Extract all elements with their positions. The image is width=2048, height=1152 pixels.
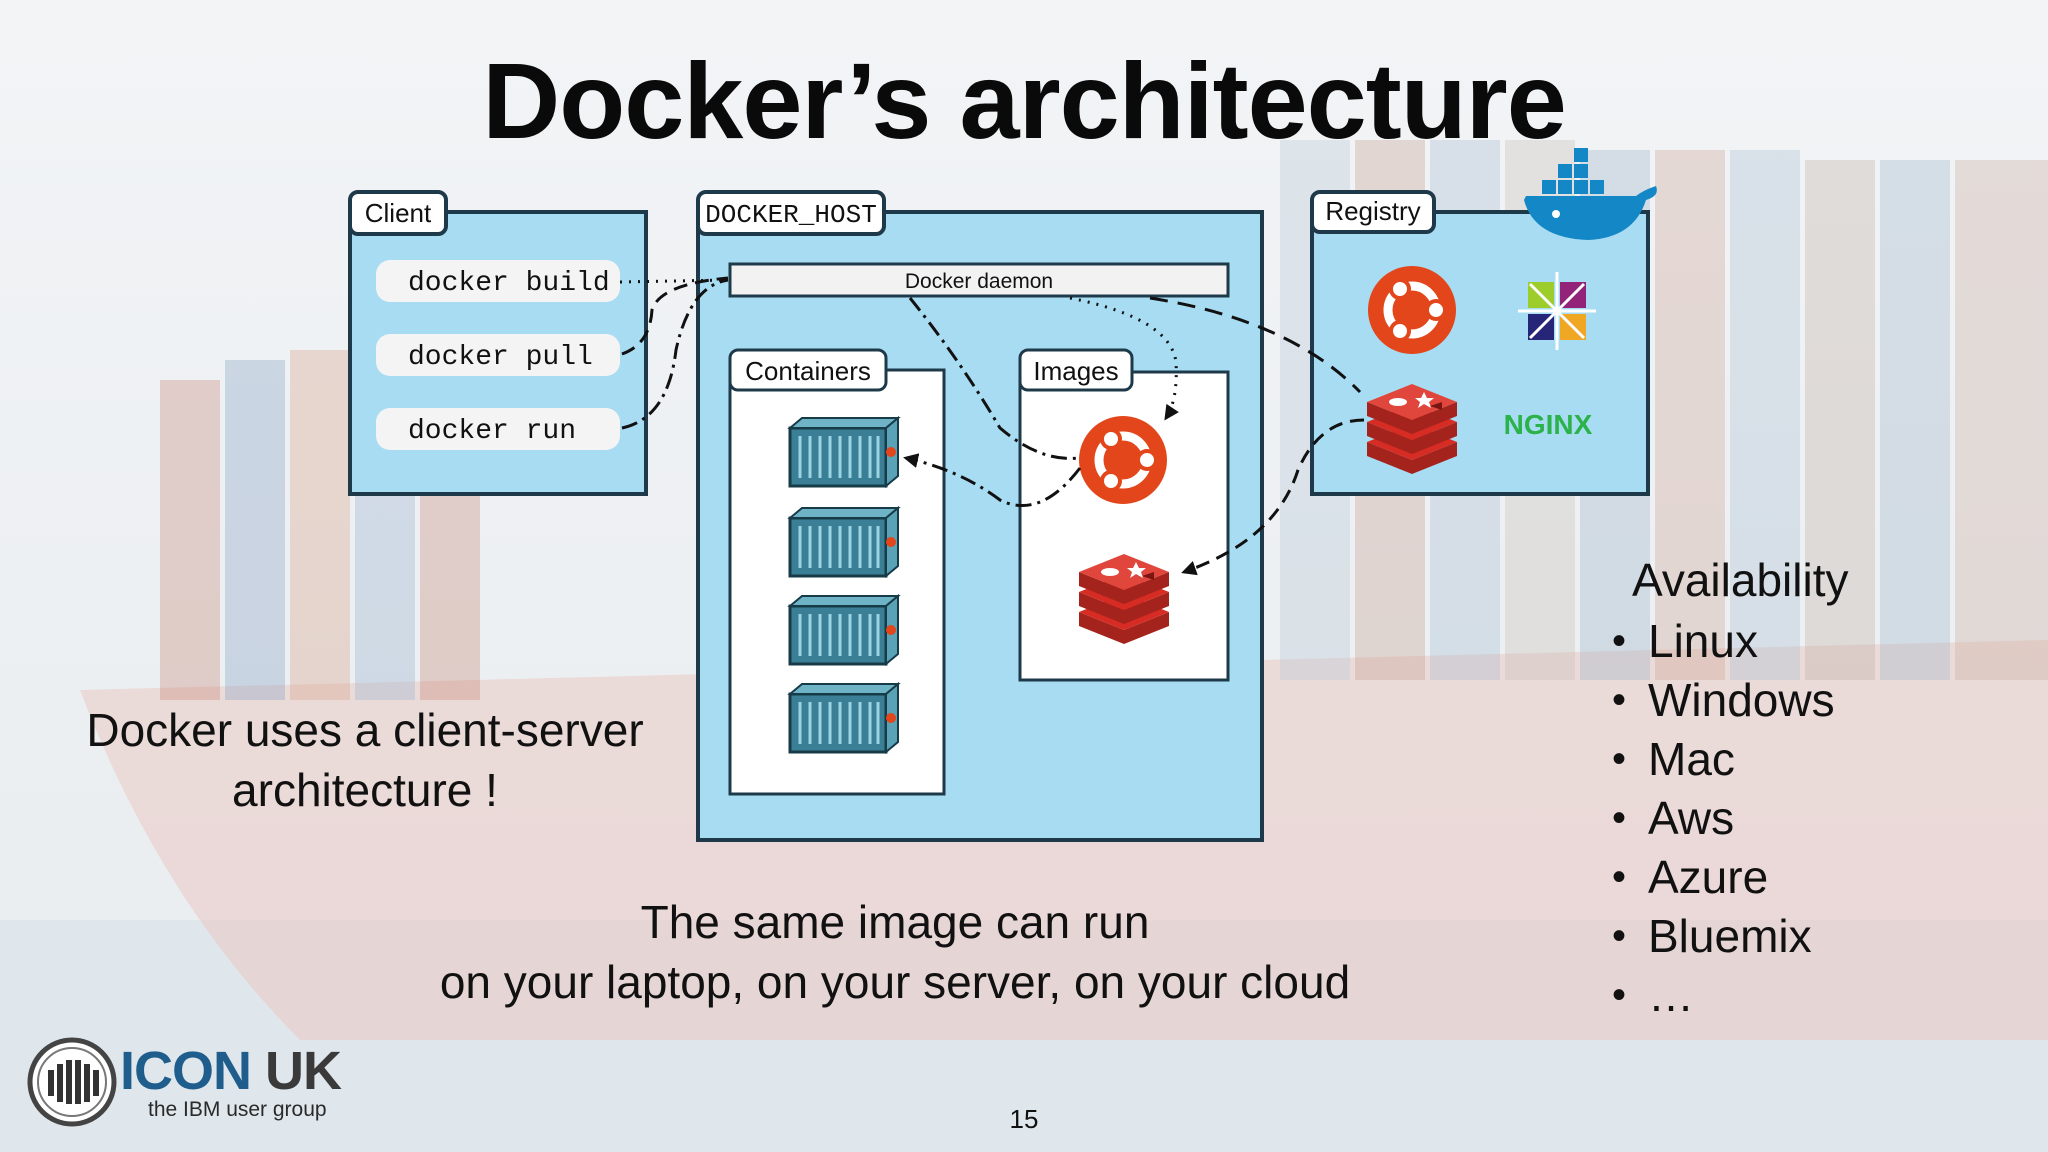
command-docker-pull: docker pull xyxy=(408,342,593,373)
build-connector xyxy=(619,278,729,284)
bullet-icon: • xyxy=(1611,619,1626,663)
logo-word-icon: ICON xyxy=(120,1041,252,1101)
docker-host-label: DOCKER_HOST xyxy=(705,200,877,230)
availability-item: •Aws xyxy=(1590,789,1848,848)
bullet-icon: • xyxy=(1611,678,1626,722)
ubuntu-registry-icon xyxy=(1368,266,1456,354)
availability-item: •… xyxy=(1590,966,1848,1025)
daemon-to-registry-connector xyxy=(1149,296,1362,394)
availability-item: •Azure xyxy=(1590,848,1848,907)
availability-item: •Linux xyxy=(1590,612,1848,671)
slide-title: Docker’s architecture xyxy=(482,40,1567,161)
client-panel: Client docker build docker pull docker r… xyxy=(348,190,648,496)
bullet-icon: • xyxy=(1611,973,1626,1017)
docker-whale-icon xyxy=(1524,148,1657,240)
docker-daemon-label: Docker daemon xyxy=(905,270,1053,293)
command-box-run xyxy=(376,408,620,450)
docker-daemon-bar xyxy=(728,262,1230,298)
images-label: Images xyxy=(1033,356,1118,386)
registry-label: Registry xyxy=(1325,196,1420,226)
build-image-connector xyxy=(1069,296,1179,421)
container-icon-3 xyxy=(788,594,900,666)
availability-item: •Windows xyxy=(1590,671,1848,730)
same-image-caption: The same image can run on your laptop, o… xyxy=(330,892,1460,1012)
client-label: Client xyxy=(365,198,432,228)
image-to-container-connector xyxy=(903,453,1082,508)
docker-host-panel: DOCKER_HOST Docker daemon Containers Ima… xyxy=(696,190,1264,842)
registry-panel: Registry xyxy=(1310,148,1657,496)
command-docker-build: docker build xyxy=(408,268,610,299)
container-icon-2 xyxy=(788,506,900,578)
containers-label: Containers xyxy=(745,356,871,386)
logo-subtitle: the IBM user group xyxy=(148,1098,327,1121)
availability-heading: Availability xyxy=(1632,554,1849,606)
centos-icon xyxy=(1518,272,1596,350)
ubuntu-image-icon xyxy=(1079,416,1167,504)
pull-connector xyxy=(621,276,729,356)
logo-wordmark: ICON UK xyxy=(120,1040,342,1102)
bullet-icon: • xyxy=(1611,914,1626,958)
registry-to-image-connector xyxy=(1181,418,1365,576)
command-box-pull xyxy=(376,334,620,376)
nginx-logo: NGINX xyxy=(1504,409,1593,440)
availability-list: Availability •Linux •Windows •Mac •Aws •… xyxy=(1590,548,1849,1025)
container-icon-4 xyxy=(788,682,900,754)
icon-uk-logo-icon xyxy=(27,1037,117,1127)
command-box-build xyxy=(376,260,620,302)
client-server-caption-line2: architecture ! xyxy=(232,764,498,816)
page-number: 15 xyxy=(1009,1104,1039,1134)
container-icon-1 xyxy=(788,416,900,488)
availability-item: •Bluemix xyxy=(1590,907,1848,966)
client-server-caption-line1: Docker uses a client-server xyxy=(86,704,644,756)
logo-word-uk: UK xyxy=(265,1041,342,1101)
same-image-caption-line2: on your laptop, on your server, on your … xyxy=(439,956,1351,1008)
bullet-icon: • xyxy=(1611,737,1626,781)
redis-registry-icon xyxy=(1367,384,1457,474)
same-image-caption-line1: The same image can run xyxy=(640,896,1150,948)
client-server-caption: Docker uses a client-server architecture… xyxy=(40,700,690,820)
bullet-icon: • xyxy=(1611,855,1626,899)
bullet-icon: • xyxy=(1611,796,1626,840)
diagram-connectors xyxy=(619,276,1365,576)
run-image-connector xyxy=(908,297,1079,460)
redis-image-icon xyxy=(1079,554,1169,644)
command-docker-run: docker run xyxy=(408,416,576,447)
run-connector xyxy=(621,278,729,430)
availability-item: •Mac xyxy=(1590,730,1848,789)
